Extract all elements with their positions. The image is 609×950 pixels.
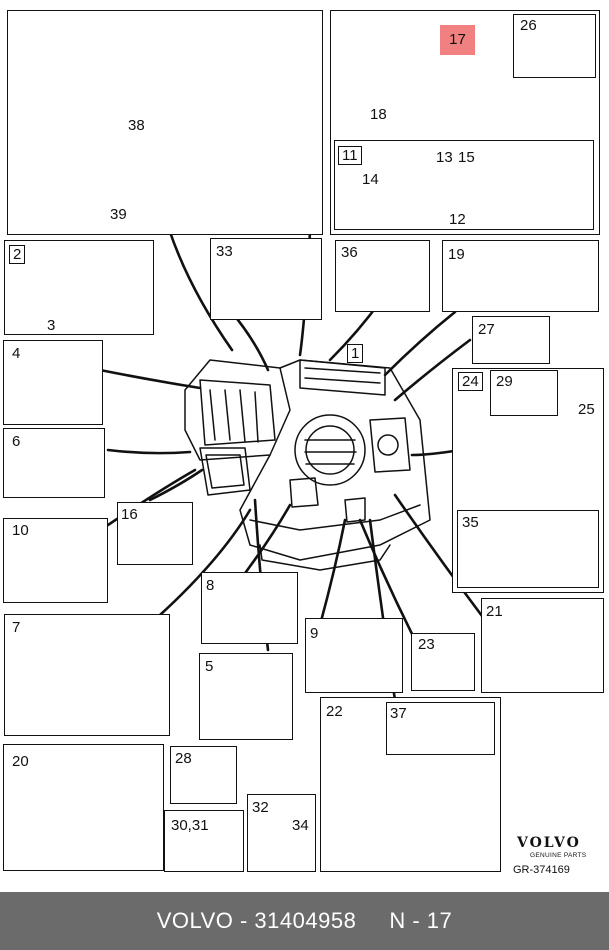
panel-7: [4, 614, 170, 736]
callout-34: 34: [292, 817, 309, 834]
panel-11: [334, 140, 594, 230]
drawing-number: GR-374169: [513, 864, 570, 876]
callout-30-31: 30,31: [171, 817, 209, 834]
footer-part-number: VOLVO - 31404958 N - 17: [156, 908, 453, 933]
panel-5: [199, 653, 293, 740]
callout-10: 10: [12, 522, 29, 539]
panel-heater-core: [7, 10, 323, 235]
callout-16: 16: [121, 506, 138, 523]
panel-4: [3, 340, 103, 425]
callout-28: 28: [175, 750, 192, 767]
callout-1: 1: [347, 344, 364, 363]
panel-33: [210, 238, 322, 320]
callout-4: 4: [12, 345, 21, 362]
panel-23: [411, 633, 475, 691]
callout-12: 12: [449, 211, 466, 228]
panel-9: [305, 618, 403, 693]
callout-14: 14: [362, 171, 379, 188]
callout-7: 7: [12, 619, 21, 636]
panel-32-34: [247, 794, 316, 872]
panel-16: [117, 502, 193, 565]
panel-28: [170, 746, 237, 804]
panel-37: [386, 702, 495, 755]
panel-27: [472, 316, 550, 364]
callout-22: 22: [326, 703, 343, 720]
callout-13: 13: [436, 149, 453, 166]
callout-9: 9: [310, 625, 319, 642]
logo-tagline: GENUINE PARTS: [530, 852, 587, 859]
volvo-logo: VOLVO: [517, 835, 581, 851]
callout-36: 36: [341, 244, 358, 261]
callout-38: 38: [128, 117, 145, 134]
callout-25: 25: [578, 401, 595, 418]
callout-20: 20: [12, 753, 29, 770]
callout-3: 3: [47, 317, 56, 334]
panel-30-31: [164, 810, 244, 872]
callout-19: 19: [448, 246, 465, 263]
callout-26: 26: [520, 17, 537, 34]
panel-2: [4, 240, 154, 335]
callout-23: 23: [418, 636, 435, 653]
panel-8: [201, 572, 298, 644]
callout-32: 32: [252, 799, 269, 816]
callout-39: 39: [110, 206, 127, 223]
callout-18: 18: [370, 106, 387, 123]
panel-36: [335, 240, 430, 312]
panel-10: [3, 518, 108, 603]
panel-21: [481, 598, 604, 693]
callout-5: 5: [205, 658, 214, 675]
panel-19: [442, 240, 599, 312]
callout-15: 15: [458, 149, 475, 166]
panel-29: [490, 370, 558, 416]
callout-11: 11: [338, 146, 362, 165]
footer-bar: VOLVO - 31404958 N - 17: [0, 892, 609, 950]
panel-6: [3, 428, 105, 498]
callout-21: 21: [486, 603, 503, 620]
callout-35: 35: [462, 514, 479, 531]
callout-17-highlighted: 17: [440, 25, 475, 55]
callout-27: 27: [478, 321, 495, 338]
callout-8: 8: [206, 577, 215, 594]
panel-26: [513, 14, 596, 78]
callout-33: 33: [216, 243, 233, 260]
callout-2: 2: [9, 245, 26, 264]
callout-24: 24: [458, 372, 483, 391]
callout-6: 6: [12, 433, 21, 450]
panel-35: [457, 510, 599, 588]
callout-29: 29: [496, 373, 513, 390]
hvac-unit-art: [184, 359, 431, 571]
callout-37: 37: [390, 705, 407, 722]
panel-20: [3, 744, 164, 871]
